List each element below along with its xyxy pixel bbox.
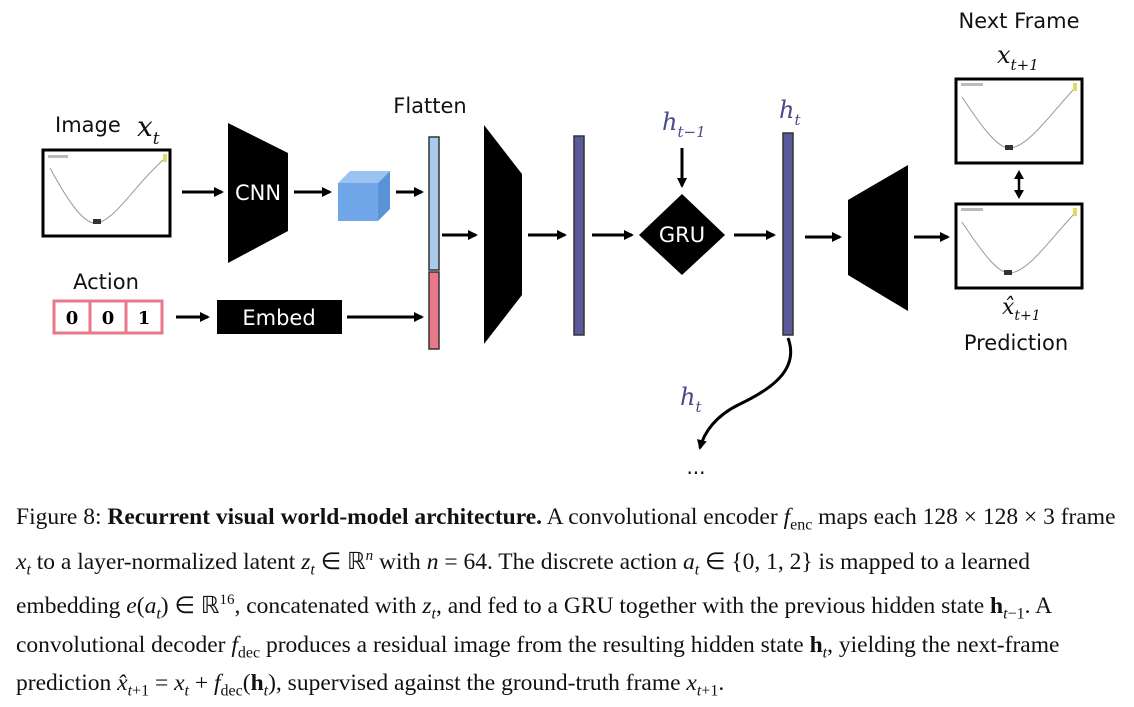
image-label: Image: [55, 113, 121, 137]
caption-text: frame: [1060, 504, 1116, 530]
cnn-label: CNN: [235, 181, 281, 205]
caption-text: maps each: [818, 504, 917, 530]
caption-text: with: [379, 548, 421, 575]
gru-label: GRU: [659, 223, 705, 247]
next-frame-thumbnail: [954, 77, 1084, 165]
flatten-label: Flatten: [393, 94, 466, 118]
architecture-diagram: Image xt CNN Flatten Action 0 0 1 Embed: [41, 9, 1084, 479]
action-one-hot: 0 0 1: [52, 299, 164, 335]
prediction-thumbnail: [954, 202, 1084, 290]
action-label: Action: [73, 270, 139, 294]
embed-block: [217, 300, 342, 334]
x-next-label: xt+1: [997, 41, 1039, 74]
input-frame-thumbnail: [41, 148, 172, 238]
latent-vector-bar: [573, 135, 585, 336]
caption-text: is mapped to a learned embedding: [16, 548, 1030, 620]
h-prev-label: ht−1: [662, 108, 706, 141]
arrow-hidden-out: [697, 337, 793, 450]
action-embedding-bar: [428, 271, 440, 350]
x-hat-label: x̂t+1: [1002, 295, 1041, 324]
caption-text: , and fed to a GRU together with the pre…: [435, 593, 985, 620]
latent-cube: [338, 171, 390, 221]
embed-label: Embed: [242, 306, 315, 330]
caption-text: , supervised against the ground-truth fr…: [275, 670, 681, 697]
gru-block: [639, 194, 725, 275]
action-bit-2: 1: [138, 308, 151, 329]
caption-text: , concatenated with: [234, 593, 417, 620]
next-frame-label: Next Frame: [958, 9, 1079, 33]
decoder-block: [848, 165, 908, 311]
caption-text: to a layer-normalized latent: [36, 548, 296, 575]
action-bit-1: 0: [102, 308, 115, 329]
caption-text: .: [718, 670, 725, 697]
h-t-label: ht: [779, 96, 801, 129]
hidden-state-bar: [782, 132, 794, 336]
caption-text: A convolutional encoder: [546, 504, 778, 530]
caption-text: , yielding the next-frame prediction: [16, 631, 1060, 697]
caption-text: . A convolutional decoder: [16, 593, 1051, 658]
prediction-label: Prediction: [964, 331, 1068, 355]
caption-text: produces a residual image from the resul…: [265, 631, 804, 658]
figure-caption: Figure 8: Recurrent visual world-model a…: [16, 504, 1116, 701]
h-out-label: ht: [680, 383, 702, 416]
action-bit-0: 0: [66, 308, 79, 329]
flatten-latent-bar: [428, 136, 440, 271]
figure-number: Figure 8:: [16, 504, 102, 530]
continuation-ellipsis: ...: [686, 455, 705, 479]
caption-text: . The discrete action: [486, 548, 678, 575]
x-t-label: xt: [137, 110, 160, 149]
cnn-block: [228, 123, 288, 263]
projection-block: [484, 125, 522, 344]
caption-title: Recurrent visual world-model architectur…: [107, 504, 543, 530]
